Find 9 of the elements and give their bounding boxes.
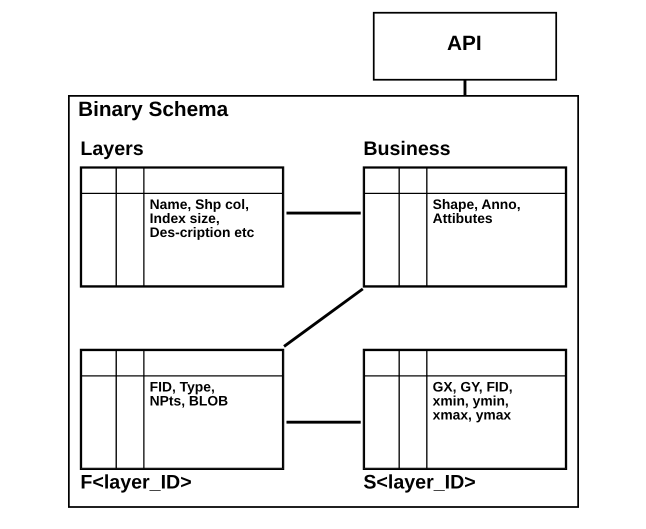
node-box: API — [372, 12, 557, 81]
node-label: Layers — [80, 138, 144, 160]
connector — [282, 288, 364, 348]
connector — [286, 212, 360, 215]
node-label: F<layer_ID> — [80, 472, 192, 494]
connector — [286, 420, 360, 424]
connector — [463, 80, 466, 96]
node-label: S<layer_ID> — [362, 472, 476, 494]
node-label: Business — [362, 138, 450, 160]
